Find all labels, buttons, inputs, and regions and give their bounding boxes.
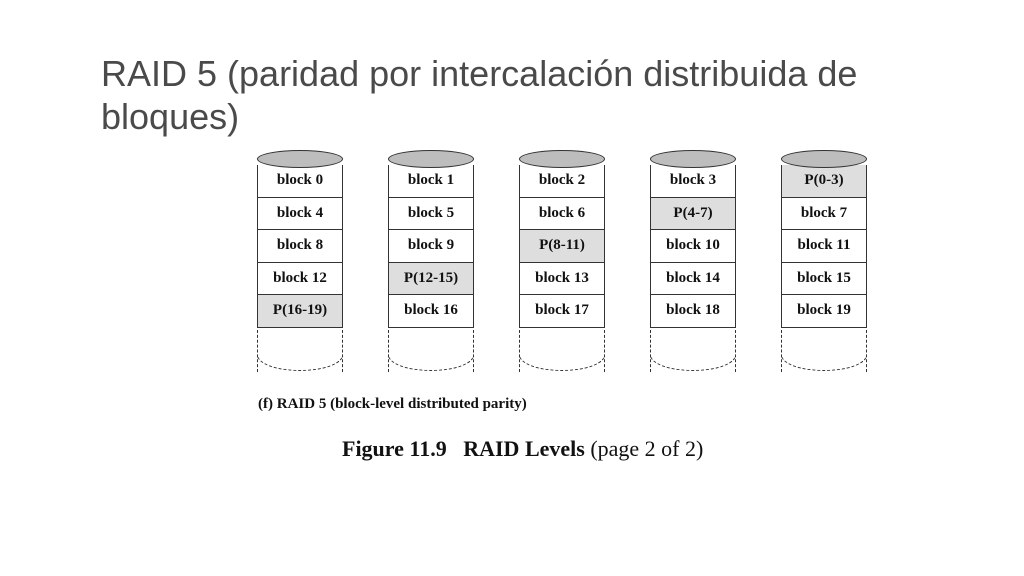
data-block: block 6 — [519, 197, 605, 231]
parity-block: P(8-11) — [519, 230, 605, 263]
data-block: block 13 — [519, 262, 605, 296]
parity-block: P(12-15) — [388, 262, 474, 296]
data-block: block 5 — [388, 197, 474, 231]
parity-block: P(4-7) — [650, 197, 736, 231]
data-block: block 16 — [388, 295, 474, 328]
data-block: block 10 — [650, 230, 736, 263]
data-block: block 7 — [781, 197, 867, 231]
disk-unused-space — [388, 330, 474, 372]
data-block: block 0 — [257, 165, 343, 198]
figure-title: Figure 11.9 RAID Levels (page 2 of 2) — [342, 436, 703, 462]
disk-unused-space — [257, 330, 343, 372]
data-block: block 18 — [650, 295, 736, 328]
data-block: block 14 — [650, 262, 736, 296]
disk-top — [388, 150, 474, 168]
figure-title-rest: (page 2 of 2) — [590, 436, 704, 461]
data-block: block 9 — [388, 230, 474, 263]
disk-unused-space — [519, 330, 605, 372]
figure-title-bold: RAID Levels — [463, 436, 585, 461]
parity-block: P(0-3) — [781, 165, 867, 198]
parity-block: P(16-19) — [257, 295, 343, 328]
diagram-caption: (f) RAID 5 (block-level distributed pari… — [258, 396, 527, 412]
disk-top — [257, 150, 343, 168]
data-block: block 17 — [519, 295, 605, 328]
data-block: block 15 — [781, 262, 867, 296]
data-block: block 1 — [388, 165, 474, 198]
disk-unused-space — [650, 330, 736, 372]
disk-unused-space — [781, 330, 867, 372]
figure-number: Figure 11.9 — [342, 436, 447, 461]
data-block: block 2 — [519, 165, 605, 198]
data-block: block 3 — [650, 165, 736, 198]
data-block: block 4 — [257, 197, 343, 231]
disk-top — [650, 150, 736, 168]
data-block: block 11 — [781, 230, 867, 263]
data-block: block 12 — [257, 262, 343, 296]
disk-top — [781, 150, 867, 168]
data-block: block 8 — [257, 230, 343, 263]
data-block: block 19 — [781, 295, 867, 328]
slide-title: RAID 5 (paridad por intercalación distri… — [101, 53, 858, 137]
disk-top — [519, 150, 605, 168]
